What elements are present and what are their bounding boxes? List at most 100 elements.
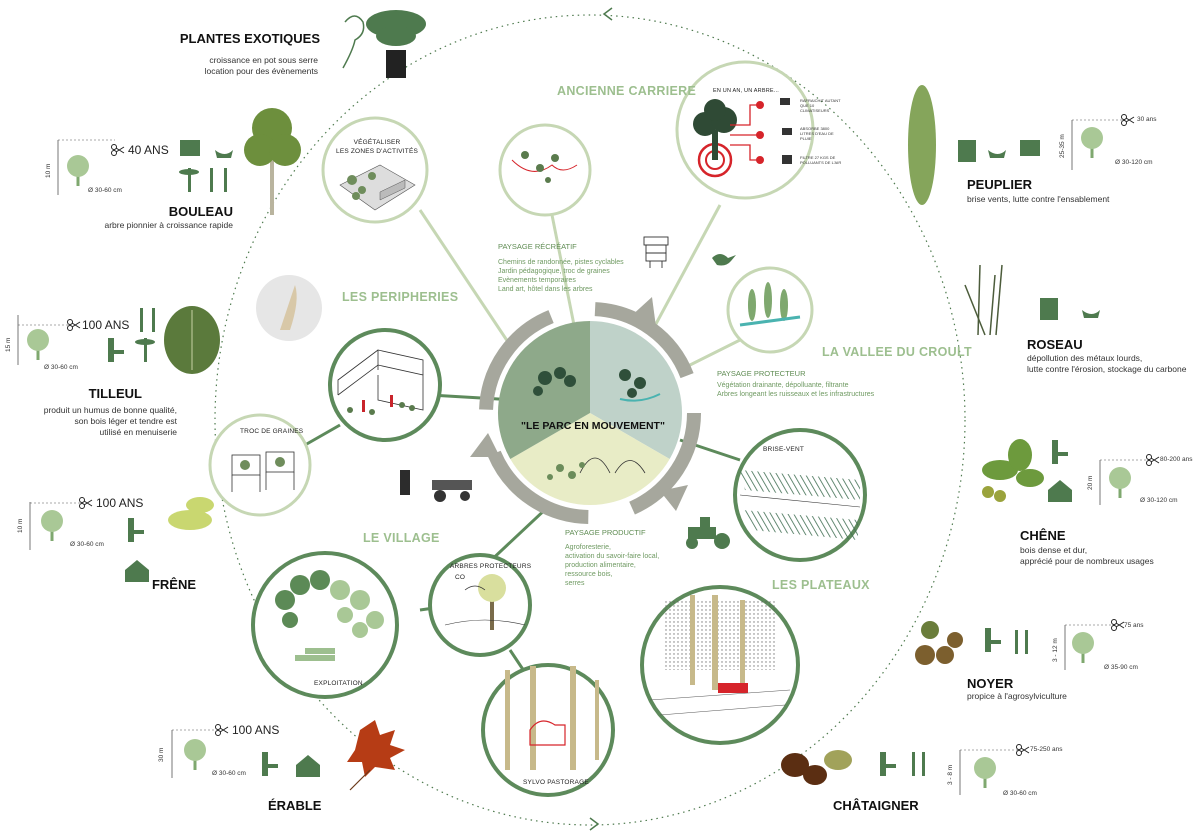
circle-arbres-protecteurs	[428, 553, 532, 657]
frene-age: 100 ANS	[96, 496, 144, 510]
erable-diam: Ø 30-60 cm	[212, 770, 246, 777]
tilleul-name: TILLEUL	[88, 386, 142, 401]
book-icon	[958, 140, 1058, 320]
fork-knife-icon	[140, 168, 1028, 776]
caduceus-icon	[135, 168, 199, 362]
noyer-diam: Ø 35-90 cm	[1104, 664, 1138, 671]
tilleul-desc3: utilisé en menuiserie	[99, 427, 177, 437]
tilleul-diam: Ø 30-60 cm	[44, 364, 78, 371]
bouleau-illustration	[244, 108, 301, 215]
peuplier-name: PEUPLIER	[967, 177, 1033, 192]
cycle-arrow-bottom	[589, 817, 600, 831]
paysage-recreatif-line: Jardin pédagogique, troc de graines	[498, 268, 610, 275]
frene-diam: Ø 30-60 cm	[70, 541, 104, 548]
paysage-productif-line: serres	[565, 580, 585, 587]
paysage-recreatif-line: Land art, hôtel dans les arbres	[498, 286, 593, 293]
paysage-productif-block: PAYSAGE PRODUCTIF Agroforesterie, activa…	[565, 528, 695, 588]
paysage-productif-line: production alimentaire,	[565, 562, 636, 569]
outer-cycle-ring	[214, 14, 966, 826]
sculpture-illustration	[256, 275, 322, 341]
scissors-icon	[67, 114, 1160, 756]
vegetaliser-caption: VÉGÉTALISER LES ZONES D'ACTIVITÉS	[336, 139, 419, 155]
tilleul-illustration	[164, 306, 220, 374]
erable-illustration	[347, 720, 405, 791]
bouleau-name: BOULEAU	[168, 204, 233, 219]
noyer-illustration	[915, 621, 963, 665]
tilleul-desc1: produit un humus de bonne qualité,	[43, 405, 177, 415]
tree-fact-cooling: RAFRAICHIT AUTANT QUE 10 CLIMATISEURS	[800, 98, 841, 113]
cabin-icon	[125, 480, 1072, 777]
tilleul-height: 15 m	[5, 337, 12, 352]
roseau-desc1: dépollution des métaux lourds,	[1027, 353, 1143, 363]
bouleau-diam: Ø 30-60 cm	[88, 187, 122, 194]
cycle-arrow-top	[602, 7, 613, 21]
plantes-desc1: croissance en pot sous serre	[209, 55, 318, 65]
peuplier-desc: brise vents, lutte contre l'ensablement	[967, 194, 1110, 204]
sylvo-caption: SYLVO PASTORAGE	[523, 779, 589, 786]
balloon-icon	[342, 15, 365, 69]
circle-serre	[328, 328, 442, 442]
chene-height: 20 m	[1087, 475, 1094, 490]
paysage-recreatif-line: Chemins de randonnée, pistes cyclables	[498, 259, 624, 266]
noyer-name: NOYER	[967, 676, 1014, 691]
frene-name: FRÊNE	[151, 577, 196, 592]
tractor-icon	[686, 517, 730, 549]
erable-age: 100 ANS	[232, 723, 280, 737]
center-label: "LE PARC EN MOUVEMENT"	[521, 420, 665, 432]
plantes-desc2: location pour des évènements	[204, 66, 318, 76]
bouleau-desc: arbre pionnier à croissance rapide	[104, 220, 233, 230]
noyer-age: 75 ans	[1124, 622, 1144, 629]
zone-vallee-du-croult: LA VALLEE DU CROULT	[822, 345, 972, 359]
people-illustration	[400, 470, 472, 502]
troc-caption: TROC DE GRAINES	[240, 428, 304, 435]
tilleul-age: 100 ANS	[82, 318, 130, 332]
peuplier-dimension-graphic	[1071, 119, 1125, 170]
peuplier-height: 25-35 m	[1059, 134, 1066, 158]
exploitation-caption: EXPLOITATION	[314, 680, 363, 687]
roseau-illustration	[964, 264, 1003, 336]
paysage-protecteur-line: Végétation drainante, dépolluante, filtr…	[717, 382, 849, 389]
roseau-name: ROSEAU	[1027, 337, 1083, 352]
erable-dimension-graphic	[171, 729, 215, 778]
arbres-protecteurs-caption: ARBRES PROTECTEURS	[450, 563, 532, 570]
bouleau-height: 10 m	[45, 163, 52, 178]
bouleau-age: 40 ANS	[128, 143, 169, 157]
chene-illustration	[982, 439, 1044, 502]
chene-diam: Ø 30-120 cm	[1140, 497, 1178, 504]
circle-sylvo	[481, 663, 615, 797]
roseau-desc2: lutte contre l'érosion, stockage du carb…	[1027, 364, 1187, 374]
zone-peripheries: LES PERIPHERIES	[342, 290, 459, 304]
chataigner-age: 75-250 ans	[1030, 746, 1063, 753]
en-un-an-caption: EN UN AN, UN ARBRE...	[713, 88, 779, 94]
paysage-productif-line: activation du savoir-faire local,	[565, 553, 660, 560]
hand-plant-icon	[215, 150, 1100, 318]
paysage-productif-title: PAYSAGE PRODUCTIF	[565, 528, 646, 537]
tilleul-dimension-graphic	[17, 315, 70, 365]
chataigner-dimension-graphic	[959, 749, 1020, 795]
bird-icon	[712, 254, 736, 266]
paysage-recreatif-title: PAYSAGE RÉCRÉATIF	[498, 242, 577, 251]
palm-illustration	[366, 10, 426, 78]
zone-le-village: LE VILLAGE	[363, 531, 440, 545]
erable-name: ÉRABLE	[268, 798, 322, 813]
chene-desc2: apprécié pour de nombreux usages	[1020, 556, 1154, 566]
peuplier-diam: Ø 30-120 cm	[1115, 159, 1153, 166]
noyer-dimension-graphic	[1064, 624, 1115, 670]
paysage-recreatif-block: PAYSAGE RÉCRÉATIF Chemins de randonnée, …	[498, 242, 648, 294]
plantes-name: PLANTES EXOTIQUES	[179, 31, 320, 46]
bouleau-dimension-graphic	[57, 139, 115, 195]
frene-dimension-graphic	[29, 502, 80, 550]
paysage-productif-line: ressource bois,	[565, 571, 613, 578]
beehive-icon	[643, 236, 669, 268]
chene-name: CHÊNE	[1020, 528, 1066, 543]
central-cycle	[470, 297, 701, 524]
chataigner-name: CHÂTAIGNER	[833, 798, 919, 813]
zone-ancienne-carriere: ANCIENNE CARRIERE	[557, 84, 697, 98]
box-icon	[180, 140, 1040, 156]
chene-age: 80-200 ans	[1160, 456, 1193, 463]
tree-fact-water: ABSORBE 3800 LITRES D'EAU DE PLUIE	[800, 126, 834, 141]
chataigner-height: 3 - 8 m	[947, 764, 954, 785]
paysage-productif-line: Agroforesterie,	[565, 544, 611, 551]
